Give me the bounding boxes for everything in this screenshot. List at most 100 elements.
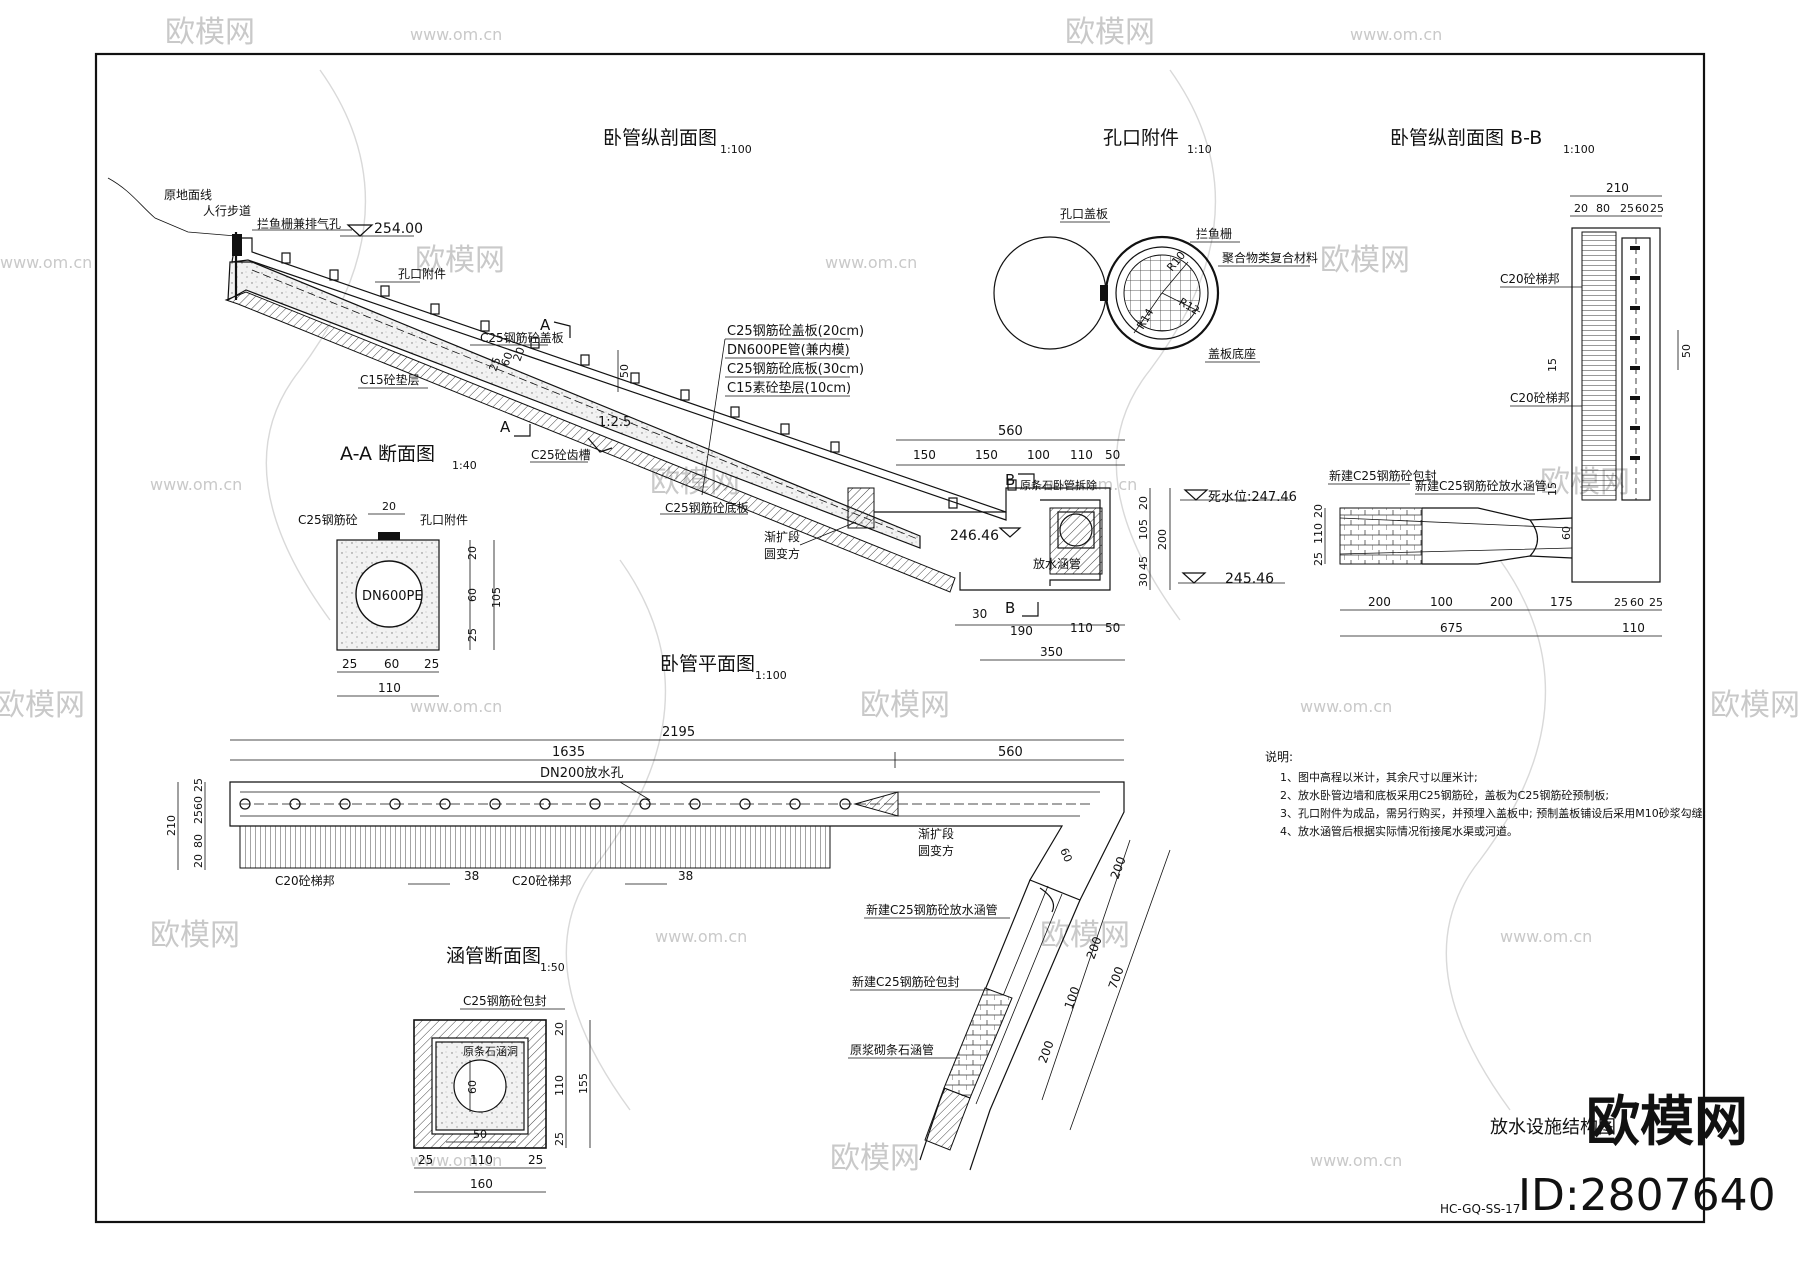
plan-old-pipe (924, 1087, 971, 1151)
orifice-title: 孔口附件 (1103, 127, 1179, 149)
dim-right-200: 200 (1156, 529, 1169, 550)
bb-dim-60-inner: 60 (1560, 526, 1573, 540)
culvert-encase-label: C25钢筋砼包封 (463, 993, 547, 1008)
elevation-low: 245.46 (1225, 571, 1274, 587)
elevation-top: 254.00 (374, 221, 423, 237)
notes-block: 说明: 1、图中高程以米计，其余尺寸以厘米计; 2、放水卧管边墙和底板采用C25… (1265, 749, 1706, 838)
layer-callouts: C25钢筋砼盖板(20cm) DN600PE管(兼内模) C25钢筋砼底板(30… (701, 323, 864, 496)
dim-150a: 150 (913, 448, 936, 462)
aa-dim-20: 20 (382, 500, 396, 513)
dim-right-20: 20 (1137, 496, 1150, 510)
bottom-slab (227, 261, 921, 549)
watermark-url-text: www.om.cn (1310, 1151, 1402, 1170)
plan-scale: 1:100 (755, 669, 787, 682)
dim-110-bottom: 110 (1070, 621, 1093, 635)
culvert-dim-r25: 25 (553, 1132, 566, 1146)
plan-transition-label: 渐扩段 (918, 826, 954, 841)
bb-step-wall (1581, 231, 1617, 501)
orifice-nub (530, 337, 540, 349)
culvert-section: 涵管断面图 1:50 C25钢筋砼包封 原条石涵洞 60 50 20 110 2… (413, 945, 591, 1193)
plan-dim-2195: 2195 (662, 725, 695, 740)
bb-scale: 1:100 (1563, 143, 1595, 156)
elevation-marker (1183, 489, 1209, 501)
aa-dim-r25: 25 (466, 628, 479, 642)
aa-dim-b25a: 25 (342, 657, 357, 671)
bb-section: 卧管纵剖面图 B-B 1:100 210 20 80 25 60 25 C20砼… (1312, 127, 1693, 637)
section-b-bottom: B (1005, 599, 1015, 617)
transition-label: 渐扩段 (764, 529, 800, 544)
plan-transition2-label: 圆变方 (918, 843, 954, 858)
outlet-pipe-circle (1059, 513, 1093, 547)
plan-dim-38b: 38 (678, 869, 693, 883)
plan-step-mid-label: C20砼梯邦 (512, 874, 572, 888)
sheet-code: HC-GQ-SS-17 (1440, 1202, 1520, 1216)
plan-diag-200a: 200 (1108, 855, 1129, 881)
bb-dim-25d: 25 (1649, 596, 1663, 609)
bb-dim-675: 675 (1440, 621, 1463, 635)
culvert-dim-160: 160 (470, 1177, 493, 1191)
outlet-pipe-label: 放水涵管 (1033, 556, 1081, 571)
bb-hole (1630, 366, 1640, 370)
composite-label: 聚合物类复合材料 (1222, 250, 1318, 265)
layer-label: C25钢筋砼底板(30cm) (727, 361, 864, 377)
plan-holes (239, 798, 851, 810)
bb-dim-15a: 15 (1546, 358, 1559, 372)
plan-dim-60: 60 (1057, 846, 1074, 864)
orifice-rack-ring (1115, 246, 1209, 340)
outlet-inner (1040, 499, 1101, 586)
watermark-brand-text: 欧模网 (165, 15, 255, 50)
dead-level-label: 死水位:247.46 (1208, 490, 1297, 505)
orifice-nub (329, 269, 339, 281)
bb-dim-200a: 200 (1368, 595, 1391, 609)
watermark-url-text: www.om.cn (1350, 25, 1442, 44)
culvert-old-label: 原条石涵洞 (463, 1044, 518, 1058)
watermark-url-text: www.om.cn (1045, 475, 1137, 494)
orifice-nub (780, 423, 790, 435)
dim-line (1041, 839, 1131, 1101)
watermark-url-text: www.om.cn (655, 927, 747, 946)
walkway-label: 人行步道 (203, 204, 251, 218)
bottom-slab-label: C25钢筋砼底板 (665, 500, 749, 515)
bb-pipe-inner (1339, 517, 1573, 555)
watermark-url-text: www.om.cn (0, 253, 92, 272)
note-item: 2、放水卧管边墙和底板采用C25钢筋砼，盖板为C25钢筋砼预制板; (1280, 788, 1609, 802)
plan-title: 卧管平面图 (660, 653, 755, 675)
transition-block (847, 487, 875, 529)
bb-dim-25b: 25 (1650, 202, 1664, 215)
dim-50-bottom: 50 (1105, 621, 1120, 635)
watermark-brand-text: 欧模网 (0, 688, 85, 723)
sheet-title: 放水设施结构图 (1490, 1117, 1616, 1138)
aa-orifice-cap (378, 532, 400, 542)
plan-dim-l80: 80 (192, 834, 205, 848)
plan-hole (239, 798, 251, 810)
dim-right-30: 30 (1137, 573, 1150, 587)
dim-60: 60 (499, 350, 516, 368)
watermark-brand-text: 欧模网 (1065, 15, 1155, 50)
watermark-brand-text: 欧模网 (1040, 918, 1130, 953)
profile-section: 卧管纵剖面图 1:100 原地面线 人行步道 拦鱼栅兼排气孔 254.00 (107, 127, 1297, 661)
aa-dim-r60: 60 (466, 588, 479, 602)
bb-dim-80: 80 (1596, 202, 1610, 215)
plan-section: 卧管平面图 1:100 2195 1635 560 DN200放水孔 (165, 653, 1171, 1171)
watermark-url-text: www.om.cn (410, 1151, 502, 1170)
elevation-mid: 246.46 (950, 528, 999, 544)
elevation-marker (998, 527, 1022, 538)
bb-joint (1529, 519, 1539, 557)
plan-hole (639, 798, 651, 810)
section-b-mark (1022, 602, 1039, 617)
plan-hole (289, 798, 301, 810)
orifice-cover-label: 孔口盖板 (1060, 207, 1108, 221)
plan-new-pipe-label: 新建C25钢筋砼放水涵管 (866, 902, 998, 917)
orifice-nub (830, 441, 840, 453)
bb-hole (1630, 306, 1640, 310)
dim-25: 25 (487, 355, 504, 373)
plan-dim-1635: 1635 (552, 745, 585, 760)
culvert-dim-60: 60 (466, 1080, 479, 1094)
bb-dim-25: 25 (1620, 202, 1634, 215)
plan-transition-fan (853, 791, 899, 817)
dim-110: 110 (1070, 448, 1093, 462)
orifice-nub (730, 406, 740, 418)
note-item: 1、图中高程以米计，其余尺寸以厘米计; (1280, 770, 1478, 784)
dim-350: 350 (1040, 645, 1063, 659)
layer-label: C15素砼垫层(10cm) (727, 380, 851, 396)
